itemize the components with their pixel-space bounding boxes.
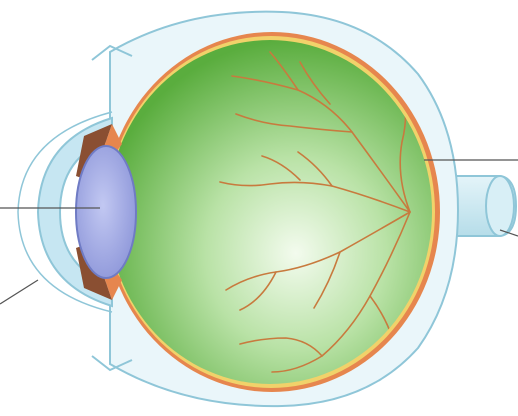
lens [76,146,136,278]
vitreous-body [108,40,432,384]
leader-line-cornea [0,280,38,304]
